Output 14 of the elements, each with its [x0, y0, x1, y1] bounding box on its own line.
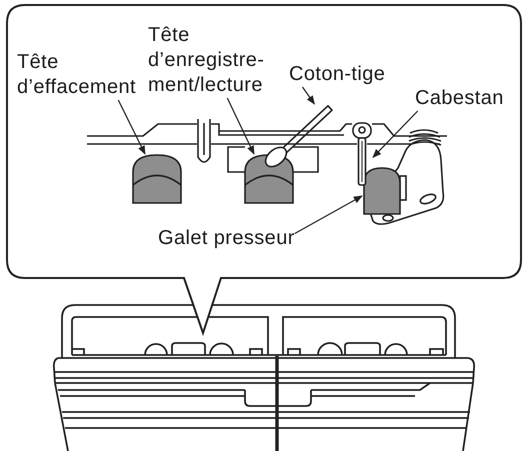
leader-line	[294, 195, 363, 234]
leader-line	[226, 98, 255, 155]
part-label: Coton-tige	[289, 62, 386, 87]
erase-head	[132, 154, 182, 204]
pinch-roller	[362, 127, 445, 227]
part-label: Cabestan	[415, 86, 504, 111]
leader-line	[118, 100, 146, 155]
part-label: Galet presseur	[158, 226, 295, 251]
part-label: Tête d’enregistre- ment/lecture	[148, 23, 270, 98]
cotton-swab	[264, 104, 334, 168]
leader-line	[372, 110, 418, 158]
callout-bubble	[6, 4, 523, 335]
part-label: Tête d’effacement	[17, 50, 142, 100]
leader-line	[302, 86, 315, 105]
